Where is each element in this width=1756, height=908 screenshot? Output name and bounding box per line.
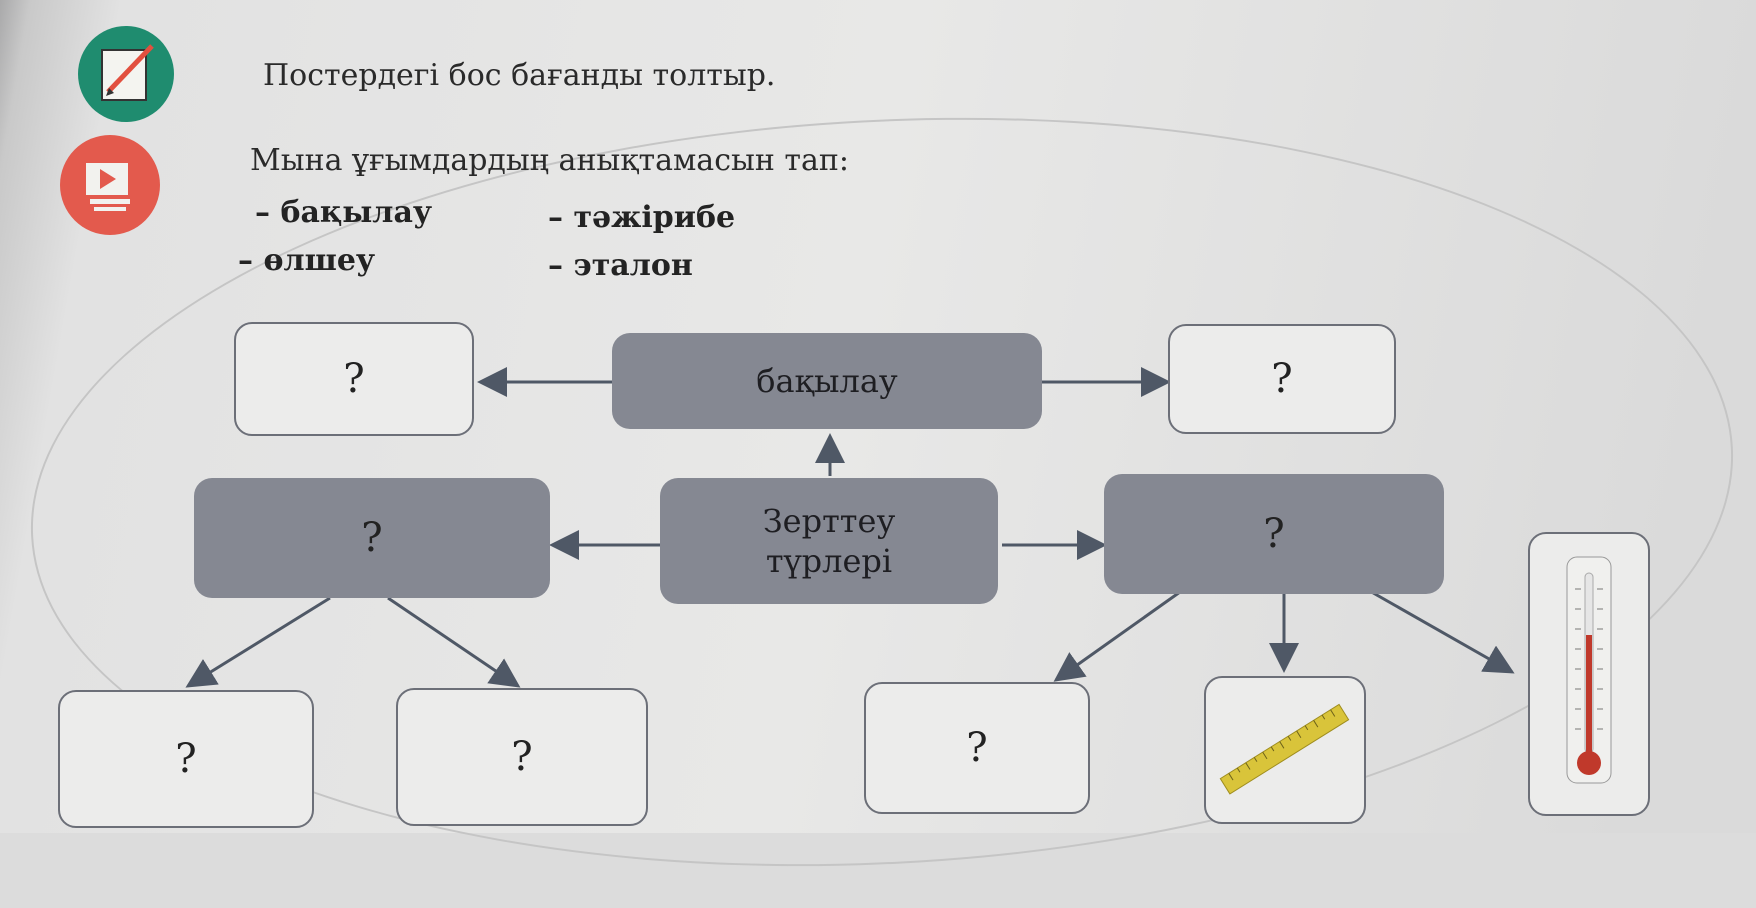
- term-standard: – эталон: [548, 248, 693, 283]
- writing-task-icon: [78, 26, 174, 122]
- box-ruler: [1204, 676, 1366, 824]
- term-measurement: – өлшеу: [238, 243, 376, 278]
- task-fill-poster: Постердегі бос бағанды толтыр.: [263, 58, 776, 93]
- box-research-types: Зерттеу түрлері: [660, 478, 998, 604]
- term-observation: – бақылау: [255, 195, 433, 230]
- thermometer-icon: [1566, 556, 1612, 784]
- arrow-right-down3: [1367, 588, 1515, 674]
- ruler-icon: [1219, 703, 1350, 795]
- presentation-task-icon: [60, 135, 160, 235]
- box-top-left: ?: [234, 322, 474, 436]
- diagram-arrows: [185, 367, 1515, 688]
- box-observation: бақылау: [612, 333, 1042, 429]
- arrow-left-down2: [387, 596, 521, 688]
- box-bottom-1: ?: [58, 690, 314, 828]
- box-bottom-2: ?: [396, 688, 648, 826]
- box-thermometer: [1528, 532, 1650, 816]
- box-top-right: ?: [1168, 324, 1396, 434]
- arrow-right-down1: [1053, 590, 1181, 682]
- box-bottom-3: ?: [864, 682, 1090, 814]
- box-middle-left: ?: [194, 478, 550, 598]
- task-find-definitions: Мына ұғымдардың анықтамасын тап:: [250, 143, 849, 178]
- box-middle-right: ?: [1104, 474, 1444, 594]
- arrow-left-down1: [185, 596, 331, 688]
- term-experiment: – тәжірибе: [548, 200, 736, 235]
